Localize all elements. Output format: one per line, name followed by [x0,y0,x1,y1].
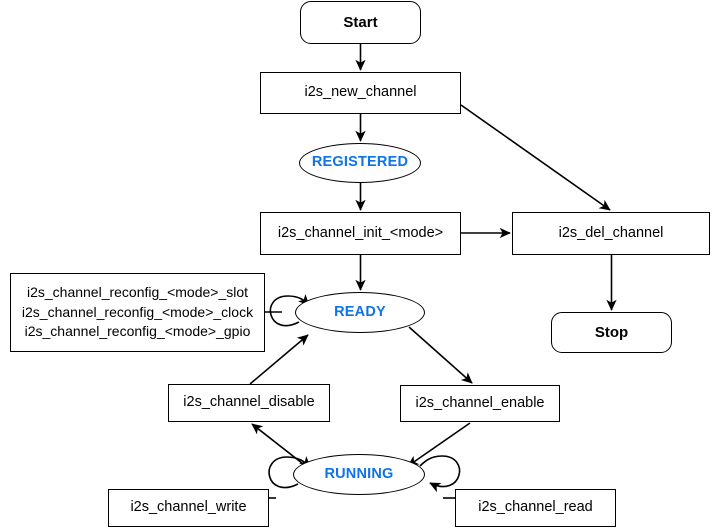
self-loop-running-right [419,455,461,493]
node-i2s-channel-init[interactable]: i2s_channel_init_<mode> [260,212,461,255]
node-state-ready-label: READY [334,303,386,320]
node-i2s-del-channel-label: i2s_del_channel [558,224,664,241]
edge-new-channel-to-del-channel [460,104,611,211]
node-i2s-channel-init-label: i2s_channel_init_<mode> [277,224,444,241]
node-state-ready[interactable]: READY [295,292,425,333]
node-i2s-channel-enable[interactable]: i2s_channel_enable [400,385,560,422]
node-i2s-channel-write[interactable]: i2s_channel_write [108,489,269,527]
node-state-running[interactable]: RUNNING [293,454,425,495]
node-i2s-channel-reconfig[interactable]: i2s_channel_reconfig_<mode>_slot i2s_cha… [10,273,265,352]
node-i2s-new-channel[interactable]: i2s_new_channel [260,72,461,114]
edge-running-to-disable [251,423,308,468]
node-i2s-channel-disable-label: i2s_channel_disable [183,394,315,411]
node-i2s-channel-read[interactable]: i2s_channel_read [455,489,616,527]
node-start[interactable]: Start [300,1,421,44]
node-i2s-channel-write-label: i2s_channel_write [130,499,247,516]
edge-disable-to-ready [249,334,309,385]
edge-ready-to-enable [408,326,473,384]
node-i2s-del-channel[interactable]: i2s_del_channel [512,212,710,255]
node-state-running-label: RUNNING [324,465,394,482]
node-i2s-new-channel-label: i2s_new_channel [304,84,417,101]
node-state-registered[interactable]: REGISTERED [299,143,421,183]
node-state-registered-label: REGISTERED [311,154,409,171]
node-i2s-channel-enable-label: i2s_channel_enable [415,394,545,411]
node-start-label: Start [343,13,378,31]
node-stop[interactable]: Stop [551,312,672,353]
node-i2s-channel-disable[interactable]: i2s_channel_disable [168,384,330,422]
edge-enable-to-running [407,422,471,467]
node-i2s-channel-read-label: i2s_channel_read [478,499,593,516]
node-stop-label: Stop [594,323,629,341]
node-i2s-channel-reconfig-label: i2s_channel_reconfig_<mode>_slot i2s_cha… [21,283,254,340]
